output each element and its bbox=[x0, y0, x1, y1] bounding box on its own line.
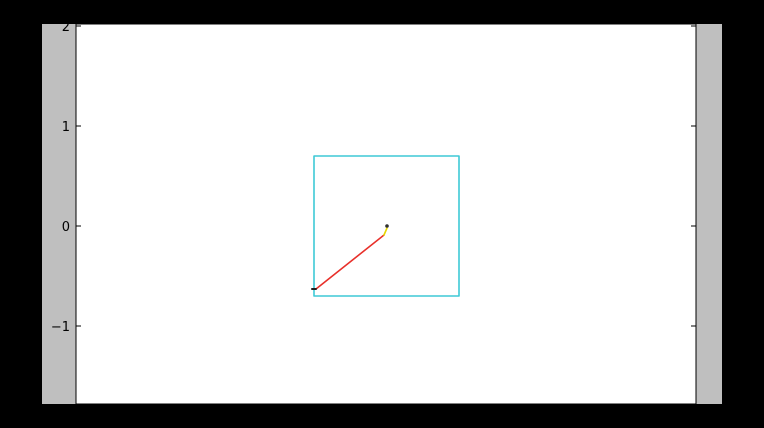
y-tick-label: 2 bbox=[62, 20, 70, 35]
y-axis-ticks: 2 1 0 −1 bbox=[51, 20, 696, 335]
y-tick-label: 0 bbox=[62, 220, 70, 235]
y-tick-label: −1 bbox=[51, 320, 70, 335]
series-group bbox=[311, 155, 460, 297]
yellow-segment-line bbox=[383, 227, 388, 236]
center-point-marker bbox=[385, 224, 389, 228]
red-segment-line bbox=[315, 234, 385, 290]
plot-area bbox=[75, 23, 697, 405]
square-path-line bbox=[313, 155, 460, 297]
y-tick-label: 1 bbox=[62, 120, 70, 135]
